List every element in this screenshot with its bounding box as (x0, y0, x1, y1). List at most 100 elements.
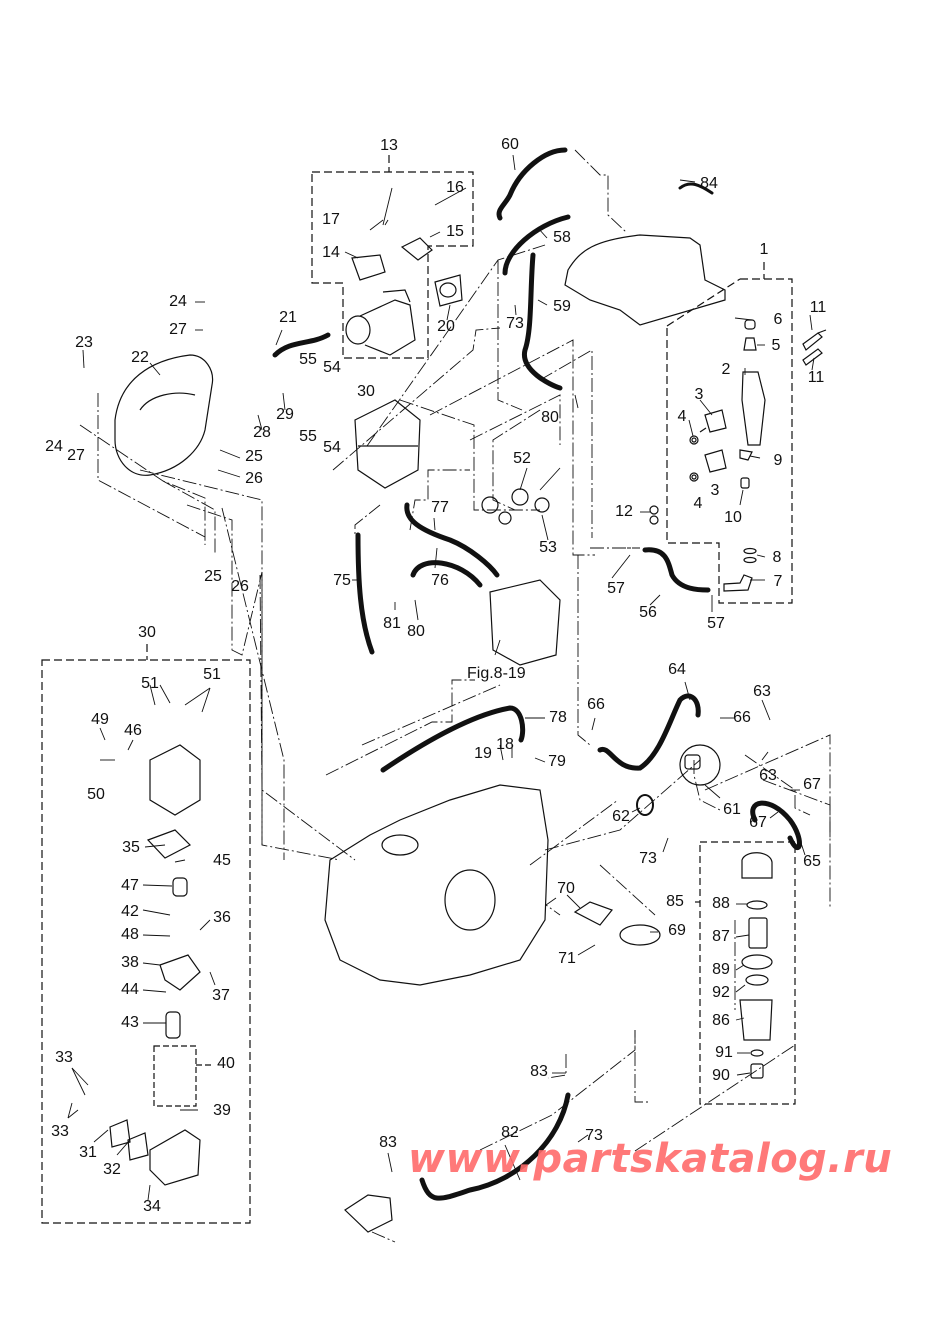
callout-19[interactable]: 19 (474, 745, 492, 762)
callout-63[interactable]: 63 (753, 683, 771, 700)
callout-24[interactable]: 24 (169, 293, 187, 310)
callout-37[interactable]: 37 (212, 987, 230, 1004)
callout-80[interactable]: 80 (407, 623, 425, 640)
callout-28[interactable]: 28 (253, 424, 271, 441)
callout-7[interactable]: 7 (773, 573, 783, 590)
callout-70[interactable]: 70 (557, 880, 575, 897)
callout-54[interactable]: 54 (323, 359, 341, 376)
callout-51[interactable]: 51 (203, 666, 221, 683)
callout-64[interactable]: 64 (668, 661, 686, 678)
callout-83[interactable]: 83 (530, 1063, 548, 1080)
callout-31[interactable]: 31 (79, 1144, 97, 1161)
callout-76[interactable]: 76 (431, 572, 449, 589)
callout-4[interactable]: 4 (693, 495, 703, 512)
callout-11[interactable]: 11 (809, 299, 827, 316)
callout-15[interactable]: 15 (446, 223, 464, 240)
callout-49[interactable]: 49 (91, 711, 109, 728)
callout-14[interactable]: 14 (322, 244, 340, 261)
callout-83[interactable]: 83 (379, 1134, 397, 1151)
callout-12[interactable]: 12 (615, 503, 633, 520)
callout-54[interactable]: 54 (323, 439, 341, 456)
callout-21[interactable]: 21 (279, 309, 297, 326)
callout-85[interactable]: 85 (666, 893, 684, 910)
callout-65[interactable]: 65 (803, 853, 821, 870)
callout-42[interactable]: 42 (121, 903, 139, 920)
callout-27[interactable]: 27 (67, 447, 85, 464)
callout-44[interactable]: 44 (121, 981, 139, 998)
callout-20[interactable]: 20 (437, 318, 455, 335)
callout-52[interactable]: 52 (513, 450, 531, 467)
callout-40[interactable]: 40 (217, 1055, 235, 1072)
figure-reference-link[interactable]: Fig.8-19 (467, 665, 526, 682)
callout-1[interactable]: 1 (759, 241, 769, 258)
callout-69[interactable]: 69 (668, 922, 686, 939)
callout-26[interactable]: 26 (245, 470, 263, 487)
callout-56[interactable]: 56 (639, 604, 657, 621)
callout-63[interactable]: 63 (759, 767, 777, 784)
callout-3[interactable]: 3 (710, 482, 720, 499)
callout-84[interactable]: 84 (700, 175, 718, 192)
callout-9[interactable]: 9 (773, 452, 783, 469)
callout-48[interactable]: 48 (121, 926, 139, 943)
callout-46[interactable]: 46 (124, 722, 142, 739)
callout-17[interactable]: 17 (322, 211, 340, 228)
callout-73[interactable]: 73 (639, 850, 657, 867)
callout-33[interactable]: 33 (55, 1049, 73, 1066)
callout-57[interactable]: 57 (607, 580, 625, 597)
callout-6[interactable]: 6 (773, 311, 783, 328)
callout-77[interactable]: 77 (431, 499, 449, 516)
callout-34[interactable]: 34 (143, 1198, 161, 1215)
callout-55[interactable]: 55 (299, 351, 317, 368)
callout-55[interactable]: 55 (299, 428, 317, 445)
callout-82[interactable]: 82 (501, 1124, 519, 1141)
callout-67[interactable]: 67 (749, 814, 767, 831)
callout-62[interactable]: 62 (612, 808, 630, 825)
callout-57[interactable]: 57 (707, 615, 725, 632)
callout-11[interactable]: 11 (807, 369, 825, 386)
callout-81[interactable]: 81 (383, 615, 401, 632)
callout-29[interactable]: 29 (276, 406, 294, 423)
callout-36[interactable]: 36 (213, 909, 231, 926)
callout-30[interactable]: 30 (138, 624, 156, 641)
callout-92[interactable]: 92 (712, 984, 730, 1001)
callout-78[interactable]: 78 (549, 709, 567, 726)
callout-25[interactable]: 25 (245, 448, 263, 465)
callout-51[interactable]: 51 (141, 675, 159, 692)
callout-10[interactable]: 10 (724, 509, 742, 526)
callout-43[interactable]: 43 (121, 1014, 139, 1031)
callout-80[interactable]: 80 (541, 409, 559, 426)
callout-5[interactable]: 5 (771, 337, 781, 354)
callout-75[interactable]: 75 (333, 572, 351, 589)
callout-86[interactable]: 86 (712, 1012, 730, 1029)
callout-30[interactable]: 30 (357, 383, 375, 400)
callout-45[interactable]: 45 (213, 852, 231, 869)
callout-13[interactable]: 13 (380, 137, 398, 154)
callout-88[interactable]: 88 (712, 895, 730, 912)
callout-3[interactable]: 3 (694, 386, 704, 403)
callout-89[interactable]: 89 (712, 961, 730, 978)
callout-35[interactable]: 35 (122, 839, 140, 856)
callout-25[interactable]: 25 (204, 568, 222, 585)
callout-59[interactable]: 59 (553, 298, 571, 315)
callout-73[interactable]: 73 (506, 315, 524, 332)
callout-66[interactable]: 66 (733, 709, 751, 726)
callout-66[interactable]: 66 (587, 696, 605, 713)
fuel-rail-assembly[interactable] (649, 319, 827, 592)
callout-4[interactable]: 4 (677, 408, 687, 425)
callout-22[interactable]: 22 (131, 349, 149, 366)
callout-2[interactable]: 2 (721, 361, 731, 378)
callout-24[interactable]: 24 (45, 438, 63, 455)
callout-16[interactable]: 16 (446, 179, 464, 196)
callout-23[interactable]: 23 (75, 334, 93, 351)
callout-87[interactable]: 87 (712, 928, 730, 945)
callout-38[interactable]: 38 (121, 954, 139, 971)
callout-90[interactable]: 90 (712, 1067, 730, 1084)
callout-73[interactable]: 73 (585, 1127, 603, 1144)
callout-53[interactable]: 53 (539, 539, 557, 556)
callout-47[interactable]: 47 (121, 877, 139, 894)
callout-27[interactable]: 27 (169, 321, 187, 338)
callout-91[interactable]: 91 (715, 1044, 733, 1061)
callout-8[interactable]: 8 (772, 549, 782, 566)
callout-32[interactable]: 32 (103, 1161, 121, 1178)
callout-33[interactable]: 33 (51, 1123, 69, 1140)
